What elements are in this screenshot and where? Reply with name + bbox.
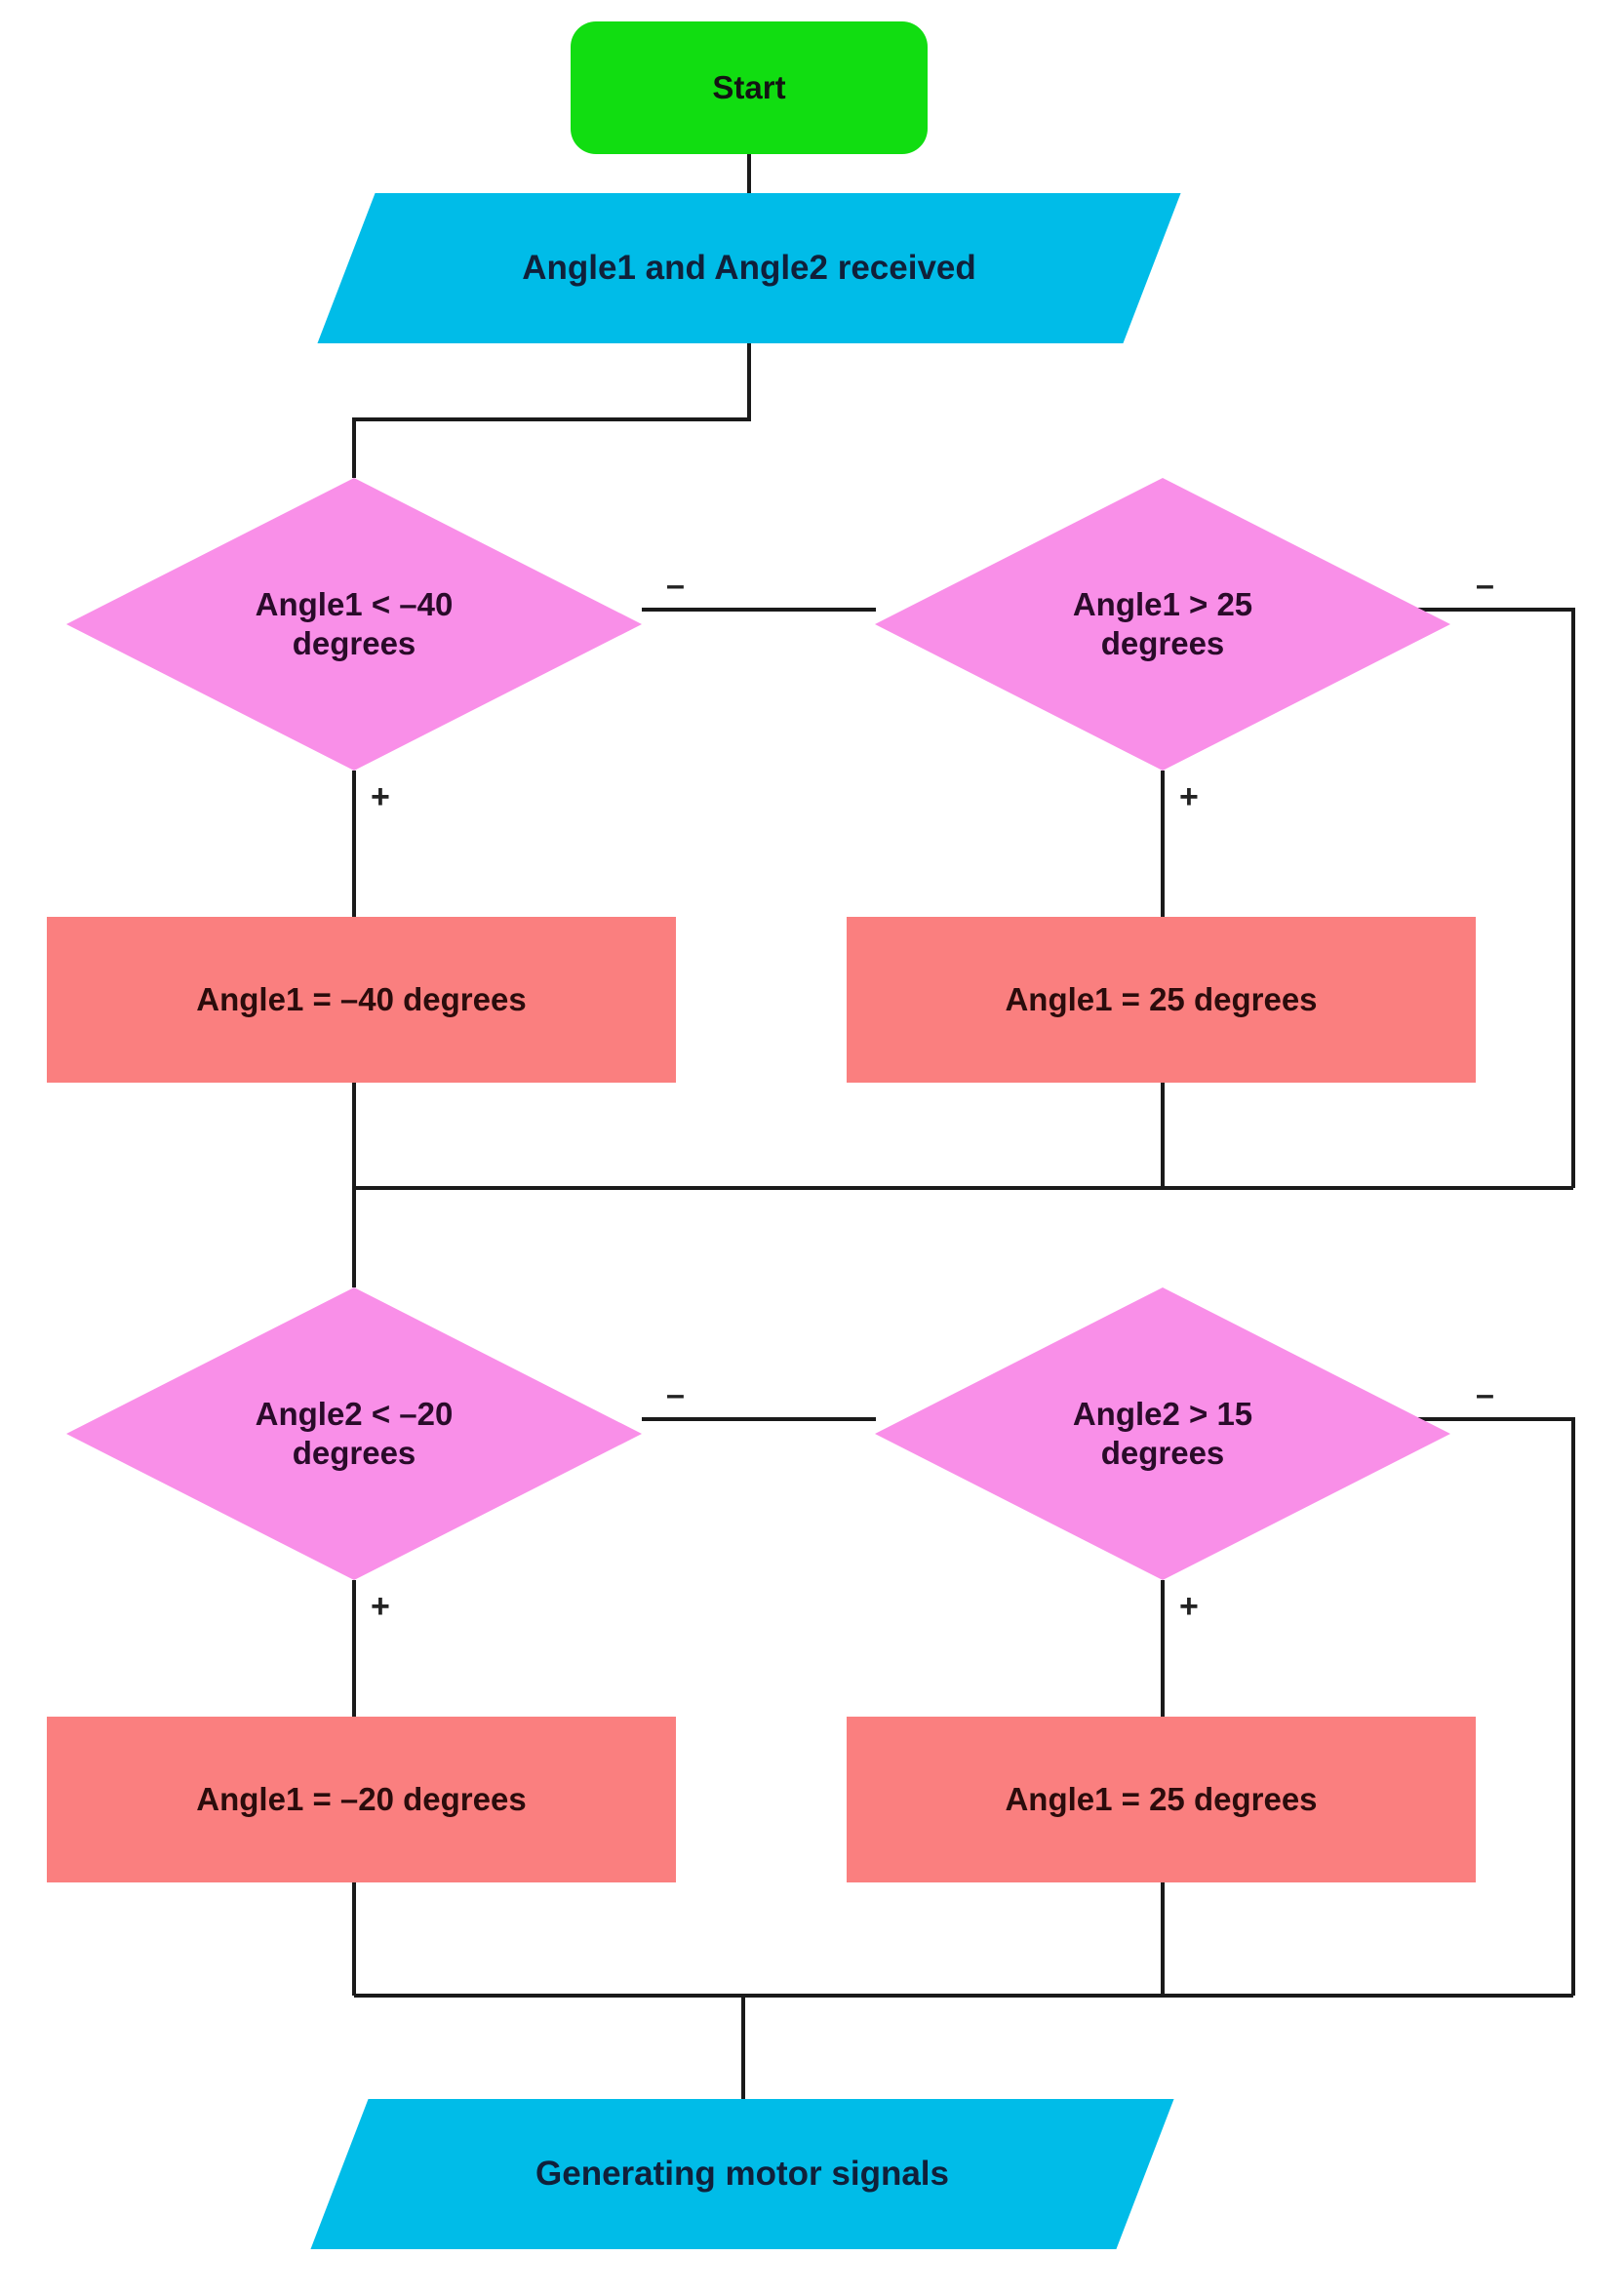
node-decision-angle1-lt-minus40-label: Angle1 < –40 degrees: [255, 585, 454, 661]
node-start[interactable]: Start: [571, 21, 928, 154]
diamond-shape: [66, 478, 642, 771]
node-process-angle1-set-minus40[interactable]: Angle1 = –40 degrees: [47, 917, 676, 1083]
edge-label-decision4-minus: –: [1476, 1376, 1494, 1413]
node-decision-angle1-gt-25[interactable]: Angle1 > 25 degrees: [875, 478, 1450, 771]
node-decision-angle2-gt-15-label: Angle2 > 15 degrees: [1072, 1395, 1253, 1471]
node-process-angle1-set-minus20[interactable]: Angle1 = –20 degrees: [47, 1717, 676, 1882]
edge-label-decision2-minus: –: [1476, 567, 1494, 604]
node-input-angles[interactable]: Angle1 and Angle2 received: [317, 193, 1181, 343]
node-process-angle1-set-25-second-label: Angle1 = 25 degrees: [1005, 1780, 1318, 1817]
diamond-shape: [66, 1287, 642, 1580]
node-input-angles-label: Angle1 and Angle2 received: [522, 248, 976, 287]
diamond-shape: [875, 1287, 1450, 1580]
node-process-angle1-set-minus40-label: Angle1 = –40 degrees: [196, 980, 527, 1017]
node-process-angle1-set-25-label: Angle1 = 25 degrees: [1005, 980, 1318, 1017]
edge-input-to-decision1: [352, 343, 751, 478]
node-decision-angle2-lt-minus20-label: Angle2 < –20 degrees: [255, 1395, 454, 1471]
node-decision-angle2-lt-minus20[interactable]: Angle2 < –20 degrees: [66, 1287, 642, 1580]
edge-label-decision2-plus: +: [1179, 778, 1199, 815]
edge-label-decision4-plus: +: [1179, 1588, 1199, 1625]
node-process-angle1-set-25-second[interactable]: Angle1 = 25 degrees: [847, 1717, 1476, 1882]
edge-label-decision3-minus: –: [666, 1376, 685, 1413]
edge-label-decision3-plus: +: [371, 1588, 390, 1625]
node-decision-angle2-gt-15[interactable]: Angle2 > 15 degrees: [875, 1287, 1450, 1580]
edge-label-decision1-minus: –: [666, 567, 685, 604]
node-decision-angle1-gt-25-label: Angle1 > 25 degrees: [1072, 585, 1253, 661]
node-process-angle1-set-minus20-label: Angle1 = –20 degrees: [196, 1780, 527, 1817]
node-start-label: Start: [712, 68, 786, 105]
node-output-motor-signals-label: Generating motor signals: [535, 2154, 949, 2193]
node-process-angle1-set-25[interactable]: Angle1 = 25 degrees: [847, 917, 1476, 1083]
diamond-shape: [875, 478, 1450, 771]
node-output-motor-signals[interactable]: Generating motor signals: [310, 2099, 1174, 2249]
edge-label-decision1-plus: +: [371, 778, 390, 815]
node-decision-angle1-lt-minus40[interactable]: Angle1 < –40 degrees: [66, 478, 642, 771]
